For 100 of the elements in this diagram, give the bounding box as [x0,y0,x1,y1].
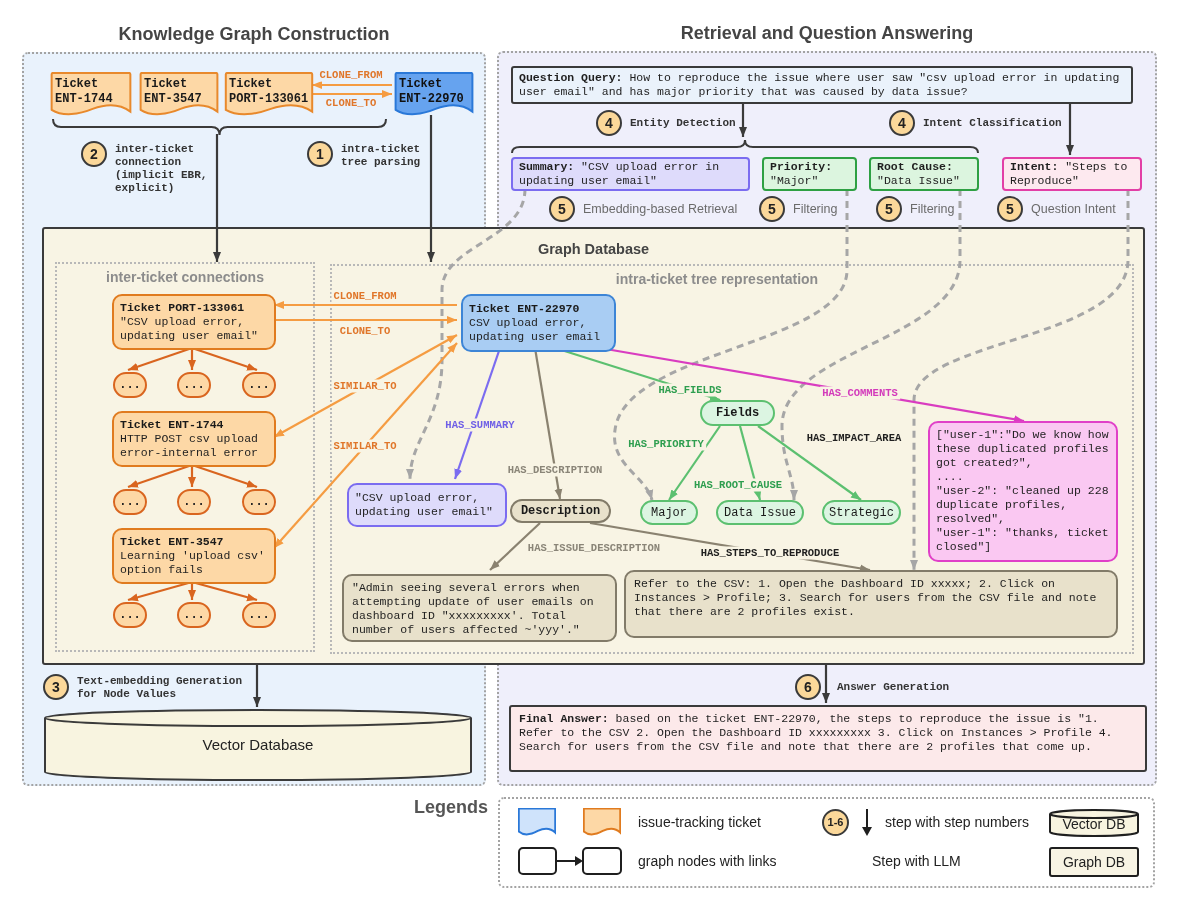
entity-text: Root Cause: "Data Issue" [877,160,961,188]
ellipsis-text: ... [183,609,205,621]
fields-node [700,400,775,426]
ticket-id: Ticket ENT-1744 [120,418,225,432]
step-number: 2 [90,147,98,161]
connector-arrow [188,348,196,370]
step-label: intra-ticket tree parsing [341,143,422,169]
ticket-label: Ticket ENT-22970 [399,77,465,107]
connector-arrow [739,102,747,137]
curly-brace [511,139,979,154]
summary-text: "CSV upload error, updating user email" [355,491,495,519]
ticket-card [461,294,616,352]
step-label: Text-embedding Generation for Node Values [77,675,244,701]
connector-arrow [427,115,435,262]
value-text: Refer to the CSV: 1. Open the Dashboard ID xxxxx; 2. Click on Instances > Profile; 3. Search for users from the CSV file and note that there are 2 profiles exist. [634,577,1098,619]
dashed-arrow [910,189,1130,570]
ticket-card [112,411,276,467]
ticket-label: Ticket PORT-133061 [229,77,309,107]
ellipsis-text: ... [119,379,141,391]
ticket-id: Ticket PORT-133061 [120,301,246,315]
step-number: 5 [558,202,566,216]
step-label: Question Intent [1031,201,1116,217]
connector-arrow [312,90,392,98]
edge-label: SIMILAR_TO [331,439,399,453]
comment-text: "user-1": "thanks, ticket closed"] [936,526,1110,554]
step-number: 1 [316,147,324,161]
value-text: "Admin seeing several errors when attempting update of user emails on dashboard ID "xxxxxxxxx'. Total number of users affected ~'yyy'." [352,581,595,637]
text-value-box [624,570,1118,638]
edge-label: HAS_ISSUE_DESCRIPTION [525,541,663,555]
node-label: Strategic [829,506,894,519]
ticket-document [394,72,474,117]
ticket-label: Ticket ENT-1744 [55,77,114,107]
ticket-id: Ticket ENT-3547 [120,535,225,549]
ticket-summary: CSV upload error, updating user email [469,316,602,344]
curly-brace [52,118,387,136]
connector-arrow [1066,102,1074,155]
ticket-summary: HTTP POST csv upload error-internal error [120,432,260,460]
dashed-arrow [406,188,527,480]
summary-node [347,483,507,527]
step-number: 4 [605,116,613,130]
node-label: Data Issue [724,506,796,519]
dashed-arrow [780,189,962,501]
ticket-label: Ticket ENT-3547 [144,77,203,107]
comment-text: "user-2": "cleaned up 228 duplicate profiles, resolved", [936,484,1110,526]
connector-arrow [213,134,221,262]
ellipsis-text: ... [183,496,205,508]
connector-arrow [253,665,261,707]
legend-label: Graph DB [1062,853,1126,871]
edge-label: HAS_COMMENTS [820,386,900,400]
text-value-box [342,574,617,642]
database-label: Vector Database [202,734,314,755]
step-number: 5 [1006,202,1014,216]
ellipsis-text: ... [248,496,270,508]
query-box [511,66,1133,104]
legend-title: Legends [414,796,488,818]
step-number: 6 [804,680,812,694]
description-node [510,499,611,523]
entity-box [869,157,979,191]
entity-text: Summary: "CSV upload error in updating user email" [519,160,721,188]
ticket-summary: Learning 'upload csv' option fails [120,549,266,577]
step-range: 1-6 [827,817,844,828]
entity-box [511,157,750,191]
connector-arrow [489,522,541,571]
ticket-card [112,294,276,350]
edge-label: CLONE_TO [323,96,379,110]
ellipsis-text: ... [248,379,270,391]
node-label: Description [520,505,601,517]
answer-text: Final Answer: based on the ticket ENT-22970, the steps to reproduce the issue is "1. Refer to the CSV 2. Open the Dashboard ID xxxxxxxxx 3. Click on Instances > Profile 4. Search for users from the CSV file and note that there are 2 profiles that come up. [519,712,1114,754]
legend-label: graph nodes with links [638,852,777,870]
legend-label: Vector DB [1062,815,1126,833]
step-number: 4 [898,116,906,130]
edge-label: SIMILAR_TO [331,379,399,393]
field-value-node [822,500,901,525]
connector-arrow [757,425,862,501]
connector-arrow [668,425,721,501]
legend-label: issue-tracking ticket [638,813,761,831]
entity-text: Priority: "Major" [770,160,834,188]
ellipsis-text: ... [119,609,141,621]
connector-arrow [188,465,196,487]
edge-label: HAS_ROOT_CAUSE [691,478,785,492]
ellipsis-text: ... [183,379,205,391]
connector-arrow [273,342,458,549]
step-label: Answer Generation [837,680,950,694]
step-label: inter-ticket connection (implicit EBR, explicit) [115,143,209,195]
ticket-document [224,72,314,117]
step-label: Embedding-based Retrieval [583,201,738,217]
edge-label: HAS_PRIORITY [626,437,706,451]
intent-text: Intent: "Steps to Reproduce" [1010,160,1129,188]
panel-title: Graph Database [537,240,650,259]
node-label: Fields [715,407,760,419]
group-title: intra-ticket tree representation [615,270,819,289]
edge-label: CLONE_FROM [317,68,385,82]
edge-label: CLONE_FROM [331,289,399,303]
edge-label: HAS_SUMMARY [443,418,517,432]
connector-arrow [274,316,457,324]
comment-text: ["user-1":"Do we know how these duplicated profiles got created?", [936,428,1110,470]
connector-arrow [312,81,392,89]
ellipsis-text: ... [119,496,141,508]
edge-label: HAS_FIELDS [656,383,724,397]
field-value-node [716,500,804,525]
